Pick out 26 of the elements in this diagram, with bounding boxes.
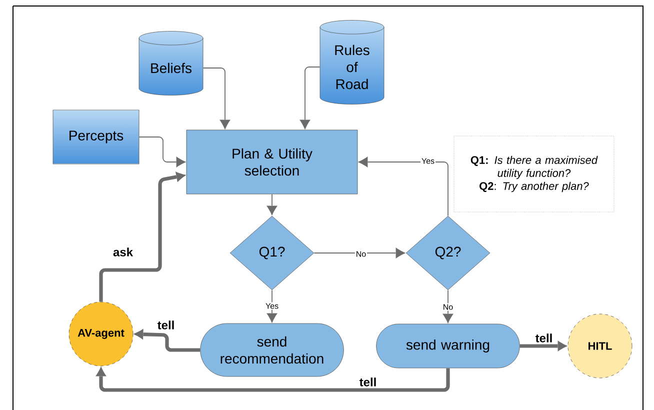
arrow <box>99 171 186 302</box>
arrow <box>300 66 320 130</box>
edge-label: tell <box>535 334 552 342</box>
database-cylinder: Rules of Road <box>320 20 384 104</box>
input-box: Percepts <box>52 110 140 164</box>
edge-label: tell <box>359 378 376 386</box>
edge-label: Yes <box>264 302 280 310</box>
arrow <box>314 248 406 258</box>
edge-label: No <box>442 303 454 311</box>
edge-label: Yes <box>420 157 436 165</box>
arrow <box>442 290 454 324</box>
arrow <box>358 156 448 216</box>
note-box: Q1: Is there a maximised utility function? Q2: Try another plan? <box>454 136 614 212</box>
arrow <box>266 290 278 324</box>
arrow <box>133 328 200 352</box>
action-box: send warning <box>376 324 520 368</box>
edge-label: No <box>354 250 368 258</box>
database-cylinder: Beliefs <box>138 31 204 96</box>
arrow <box>520 340 568 352</box>
action-box: send recommendation <box>200 323 344 377</box>
arrow <box>266 194 278 216</box>
process-box: Plan & Utility selection <box>186 130 358 194</box>
arrow <box>202 68 230 130</box>
edge-label: ask <box>113 248 134 256</box>
arrow <box>138 136 186 168</box>
edge-label: tell <box>157 320 174 330</box>
